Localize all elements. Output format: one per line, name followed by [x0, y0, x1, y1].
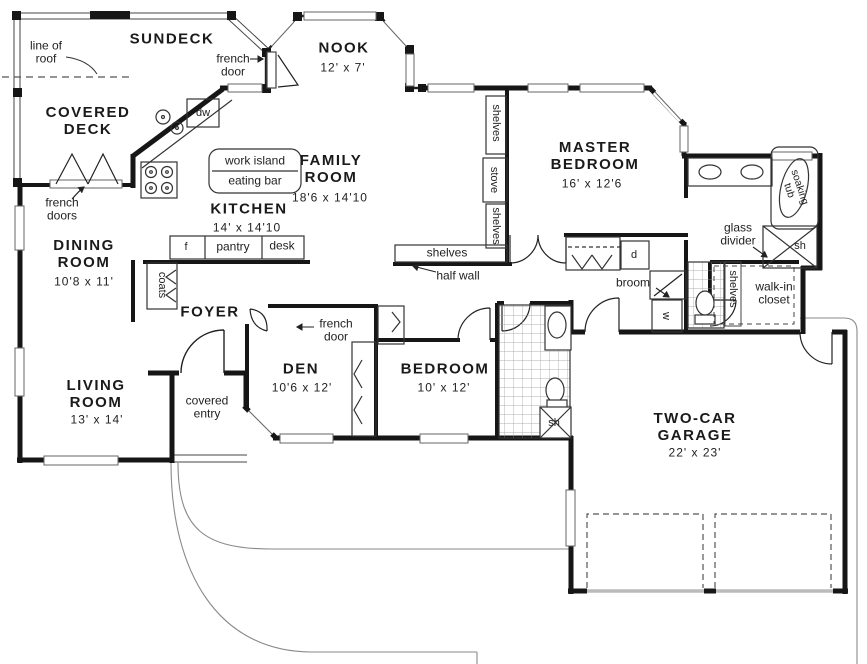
double-vanity [687, 157, 773, 187]
annotation-eating-bar: eating bar [228, 173, 282, 188]
annotation-glass-divider: glass divider [720, 220, 756, 248]
soaking-tub [770, 146, 819, 230]
room-dims-nook: 12' x 7' [320, 60, 366, 75]
annotation-pantry: pantry [216, 239, 250, 254]
annotation-washer: w [660, 312, 673, 320]
driveway-outline [170, 317, 858, 664]
room-dims-dining-room: 10'8 x 11' [54, 274, 114, 289]
room-label-family-room: FAMILY ROOM [299, 152, 363, 186]
dryer-box [620, 240, 650, 270]
room-dims-kitchen: 14' x 14'10 [212, 220, 282, 235]
room-label-bedroom: BEDROOM [400, 360, 490, 378]
annotation-half-wall: half wall [436, 268, 480, 283]
bath-vanity [544, 305, 572, 351]
room-label-kitchen: KITCHEN [210, 200, 288, 218]
room-label-dining-room: DINING ROOM [53, 237, 115, 271]
annotation-fridge: f [184, 240, 188, 253]
master-closet [565, 236, 621, 271]
garage-doors [586, 513, 833, 593]
corner-counter [141, 99, 233, 169]
washer-box [651, 299, 683, 333]
roof-line-leader [65, 56, 98, 75]
room-dims-master-bedroom: 16' x 12'6 [561, 176, 623, 191]
room-label-covered-deck: COVERED DECK [45, 104, 131, 138]
annotation-work-island: work island [224, 153, 286, 168]
annotation-shelves-upper: shelves [490, 104, 503, 142]
room-dims-bedroom: 10' x 12' [417, 380, 471, 395]
room-label-sundeck: SUNDECK [129, 30, 215, 48]
annotation-shelves-half-wall: shelves [426, 245, 468, 260]
annotation-shelves-lower: shelves [490, 207, 503, 245]
laundry [620, 240, 687, 333]
room-label-foyer: FOYER [180, 303, 240, 321]
ensuite-toilet [695, 290, 715, 316]
walk-in-closet-shelving [713, 261, 795, 327]
room-dims-garage: 22' x 23' [668, 445, 722, 460]
annotation-french-doors-deck: french doors [45, 195, 79, 223]
coats-closet [146, 262, 178, 310]
glass-divider-arrow [752, 246, 768, 258]
annotation-broom: broom [615, 275, 651, 290]
room-label-den: DEN [282, 360, 320, 378]
master-ensuite [687, 146, 819, 329]
windows [14, 11, 813, 547]
work-island [208, 148, 302, 194]
room-dims-family-room: 18'6 x 14'10 [292, 190, 368, 205]
kitchen-fixtures [140, 98, 305, 260]
annotation-dryer: d [630, 248, 638, 261]
dishwasher-box [186, 98, 220, 128]
broom-arrow [655, 287, 670, 298]
annotation-desk: desk [269, 238, 295, 253]
room-label-nook: NOOK [318, 39, 370, 57]
annotation-shelves-closet: shelves [727, 270, 740, 308]
half-wall-arrow [411, 263, 437, 273]
room-dims-den: 10'6 x 12' [271, 380, 333, 395]
room-label-master-bedroom: MASTER BEDROOM [550, 139, 640, 173]
annotation-coats: coats [156, 271, 169, 299]
room-label-garage: TWO-CAR GARAGE [653, 410, 737, 444]
ensuite-shower [762, 225, 818, 269]
french-doors-deck-arrow [71, 186, 85, 200]
kitchen-counter [169, 235, 305, 260]
family-room-builtins [394, 95, 508, 263]
broom-closet [649, 270, 687, 300]
annotation-line-of-roof: line of roof [29, 38, 63, 66]
bath-toilet [545, 377, 565, 403]
room-label-walk-in-closet: walk-in closet [755, 279, 793, 307]
closets [351, 236, 621, 437]
room-label-living-room: LIVING ROOM [66, 377, 126, 411]
main-bath [498, 304, 572, 439]
deck-posts [12, 11, 236, 187]
room-label-covered-entry: covered entry [185, 393, 229, 421]
diagonal-windows [246, 19, 684, 437]
annotation-shower-main: sh [548, 416, 560, 429]
annotation-french-door-top: french door [216, 51, 250, 79]
annotation-french-door-den: french door [319, 316, 353, 344]
annotation-dw: dw [195, 106, 211, 119]
annotation-arrows [71, 55, 768, 331]
room-dims-living-room: 13' x 14' [70, 412, 124, 427]
stove-top [140, 161, 178, 199]
annotation-shower-ensuite: sh [794, 239, 806, 252]
annotation-stove-builtin: stove [488, 166, 501, 194]
